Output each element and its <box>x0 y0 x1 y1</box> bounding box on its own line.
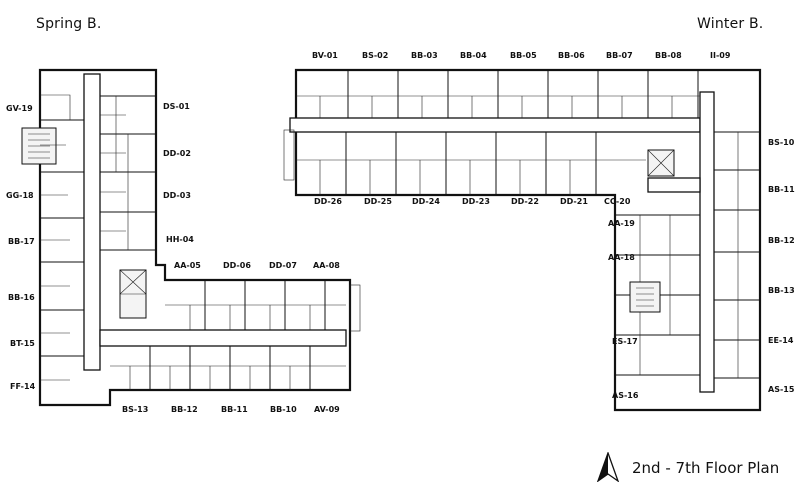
unit-label: AS-15 <box>768 385 795 394</box>
spring-corridor-vertical <box>83 73 101 371</box>
unit-label: BB-16 <box>8 293 35 302</box>
unit-label: BB-11 <box>768 185 795 194</box>
unit-label: DD-25 <box>364 197 392 206</box>
unit-label: DD-07 <box>269 261 297 270</box>
unit-label: DD-22 <box>511 197 539 206</box>
spring-building <box>21 68 361 407</box>
winter-stair-core <box>629 281 661 313</box>
winter-corridor-horizontal <box>289 117 701 133</box>
unit-label: GG-18 <box>6 191 34 200</box>
unit-label: BB-17 <box>8 237 35 246</box>
unit-label: AA-19 <box>608 219 635 228</box>
unit-label: BB-12 <box>171 405 198 414</box>
unit-label: HH-04 <box>166 235 194 244</box>
unit-label: AA-08 <box>313 261 340 270</box>
unit-label: BS-13 <box>122 405 148 414</box>
unit-label: DD-23 <box>462 197 490 206</box>
floor-plan-caption: 2nd - 7th Floor Plan <box>632 459 780 477</box>
unit-label: FF-14 <box>10 382 36 391</box>
unit-label: BB-13 <box>768 286 795 295</box>
unit-label: BB-04 <box>460 51 487 60</box>
unit-label: BT-15 <box>10 339 35 348</box>
unit-label: ES-17 <box>612 337 638 346</box>
unit-label: BV-01 <box>312 51 338 60</box>
unit-label: BS-10 <box>768 138 795 147</box>
spring-corridor-horizontal <box>99 329 347 347</box>
unit-label: DD-02 <box>163 149 191 158</box>
unit-label: AV-09 <box>314 405 340 414</box>
unit-label: GV-19 <box>6 104 33 113</box>
unit-label: BB-10 <box>270 405 297 414</box>
north-arrow-icon <box>596 452 620 482</box>
unit-label: BB-12 <box>768 236 795 245</box>
unit-label: DD-03 <box>163 191 191 200</box>
unit-label: BB-03 <box>411 51 438 60</box>
winter-corridor-vertical <box>699 91 715 393</box>
winter-building <box>283 68 762 412</box>
unit-label: DD-24 <box>412 197 440 206</box>
unit-label: BB-08 <box>655 51 682 60</box>
building-title-winter: Winter B. <box>697 16 764 32</box>
unit-label: BB-07 <box>606 51 633 60</box>
unit-label: AA-05 <box>174 261 201 270</box>
unit-label: BB-05 <box>510 51 537 60</box>
unit-label: II-09 <box>710 51 731 60</box>
unit-label: DD-21 <box>560 197 588 206</box>
unit-label: DD-26 <box>314 197 342 206</box>
building-title-spring: Spring B. <box>36 16 102 32</box>
unit-label: AA-18 <box>608 253 635 262</box>
unit-label: DD-06 <box>223 261 251 270</box>
unit-label: BB-11 <box>221 405 248 414</box>
unit-label: CC-20 <box>604 197 631 206</box>
unit-label: EE-14 <box>768 336 794 345</box>
unit-label: BB-06 <box>558 51 585 60</box>
unit-label: AS-16 <box>612 391 639 400</box>
unit-label: BS-02 <box>362 51 388 60</box>
unit-label: DS-01 <box>163 102 190 111</box>
